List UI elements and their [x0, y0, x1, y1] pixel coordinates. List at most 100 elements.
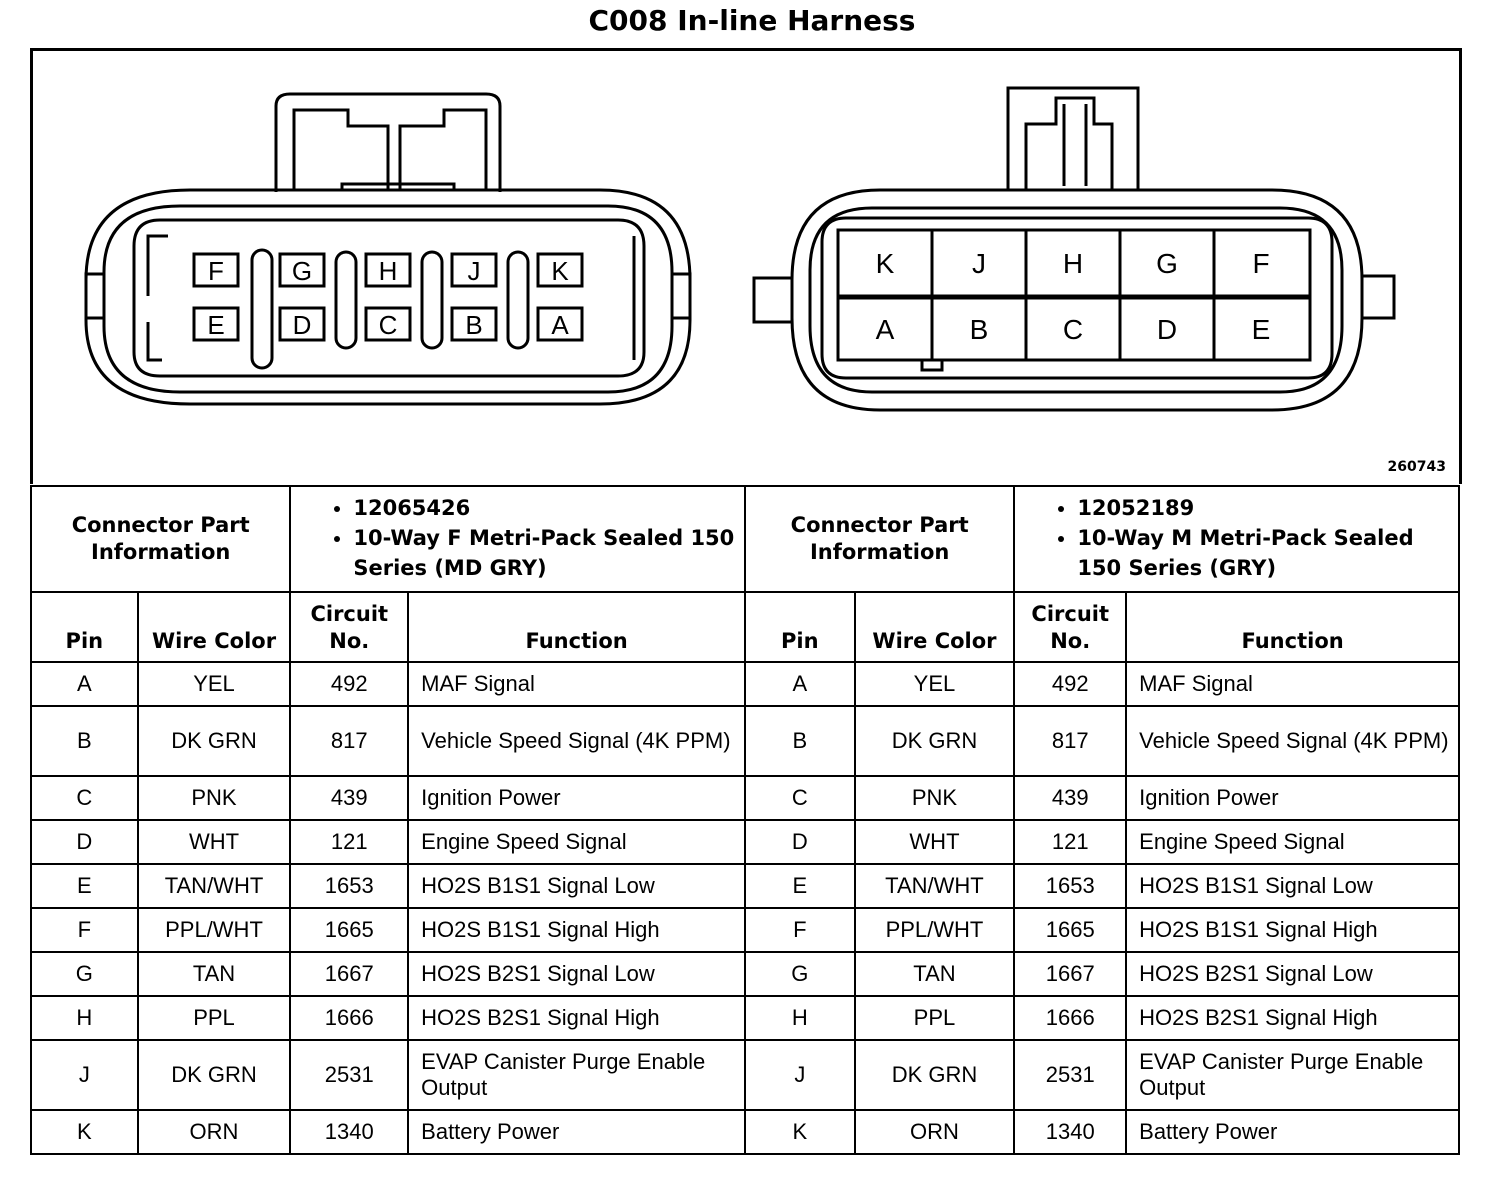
connector-info-list: 12065426 10-Way F Metri-Pack Sealed 150 …: [289, 485, 746, 593]
cell-wire-color: TAN: [136, 951, 292, 997]
female-pin-label: A: [551, 310, 569, 340]
cell-wire-color: PPL: [136, 995, 292, 1041]
cell-wire-color: YEL: [853, 661, 1016, 707]
connector-info-label: Connector Part Information: [29, 485, 292, 593]
cell-pin: F: [744, 907, 856, 953]
cell-function: HO2S B2S1 Signal Low: [1125, 951, 1460, 997]
left-pinout-table: Connector Part Information 12065426 10-W…: [29, 485, 746, 1155]
cell-wire-color: ORN: [136, 1109, 292, 1155]
cell-circuit-no: 817: [289, 705, 410, 777]
cell-pin: K: [744, 1109, 856, 1155]
cell-function: Vehicle Speed Signal (4K PPM): [407, 705, 746, 777]
header-wire-color: Wire Color: [853, 591, 1016, 663]
female-pin-label: F: [208, 256, 224, 286]
cell-circuit-no: 1666: [1013, 995, 1128, 1041]
cell-function: EVAP Canister Purge Enable Output: [407, 1039, 746, 1111]
cell-circuit-no: 439: [1013, 775, 1128, 821]
cell-circuit-no: 1340: [289, 1109, 410, 1155]
female-pin-label: C: [379, 310, 398, 340]
cell-wire-color: DK GRN: [853, 705, 1016, 777]
cell-pin: D: [30, 819, 139, 865]
page-title: C008 In-line Harness: [588, 4, 916, 37]
cell-function: Vehicle Speed Signal (4K PPM): [1125, 705, 1460, 777]
cell-function: HO2S B1S1 Signal Low: [407, 863, 746, 909]
cell-circuit-no: 1653: [289, 863, 410, 909]
cell-function: HO2S B1S1 Signal High: [407, 907, 746, 953]
header-function: Function: [1125, 591, 1460, 663]
connector-info-list: 12052189 10-Way M Metri-Pack Sealed 150 …: [1013, 485, 1460, 593]
cell-function: MAF Signal: [407, 661, 746, 707]
cell-pin: J: [30, 1039, 139, 1111]
cell-wire-color: WHT: [853, 819, 1016, 865]
cell-pin: E: [744, 863, 856, 909]
cell-pin: E: [30, 863, 139, 909]
connector-part-number: 12065426: [353, 493, 736, 523]
cell-wire-color: PPL/WHT: [853, 907, 1016, 953]
cell-wire-color: PNK: [853, 775, 1016, 821]
cell-wire-color: DK GRN: [136, 1039, 292, 1111]
male-pin-label: D: [1157, 314, 1177, 345]
female-connector: [84, 92, 692, 406]
cell-circuit-no: 1340: [1013, 1109, 1128, 1155]
cell-pin: A: [30, 661, 139, 707]
header-circuit-no: Circuit No.: [289, 591, 410, 663]
cell-function: Battery Power: [407, 1109, 746, 1155]
figure-id: 260743: [1387, 459, 1446, 475]
cell-function: HO2S B1S1 Signal Low: [1125, 863, 1460, 909]
male-pin-label: F: [1252, 248, 1269, 279]
connector-description: 10-Way F Metri-Pack Sealed 150 Series (M…: [353, 523, 736, 583]
cell-wire-color: DK GRN: [853, 1039, 1016, 1111]
female-pin-label: E: [207, 310, 224, 340]
cell-circuit-no: 439: [289, 775, 410, 821]
header-wire-color: Wire Color: [136, 591, 292, 663]
right-pinout-table: Connector Part Information 12052189 10-W…: [743, 485, 1460, 1155]
cell-pin: G: [744, 951, 856, 997]
cell-circuit-no: 121: [1013, 819, 1128, 865]
cell-function: Engine Speed Signal: [407, 819, 746, 865]
cell-wire-color: PNK: [136, 775, 292, 821]
cell-pin: F: [30, 907, 139, 953]
cell-circuit-no: 1666: [289, 995, 410, 1041]
cell-circuit-no: 492: [1013, 661, 1128, 707]
cell-wire-color: YEL: [136, 661, 292, 707]
cell-wire-color: TAN/WHT: [853, 863, 1016, 909]
cell-wire-color: ORN: [853, 1109, 1016, 1155]
male-pin-label: E: [1252, 314, 1271, 345]
cell-circuit-no: 1667: [289, 951, 410, 997]
cell-wire-color: DK GRN: [136, 705, 292, 777]
cell-circuit-no: 121: [289, 819, 410, 865]
cell-pin: B: [744, 705, 856, 777]
cell-wire-color: TAN: [853, 951, 1016, 997]
female-pin-label: K: [551, 256, 569, 286]
cell-function: HO2S B2S1 Signal High: [1125, 995, 1460, 1041]
cell-circuit-no: 1665: [289, 907, 410, 953]
cell-pin: C: [30, 775, 139, 821]
cell-function: Ignition Power: [407, 775, 746, 821]
female-pin-label: H: [379, 256, 398, 286]
female-pin-label: B: [465, 310, 482, 340]
cell-circuit-no: 492: [289, 661, 410, 707]
cell-pin: B: [30, 705, 139, 777]
cell-function: HO2S B1S1 Signal High: [1125, 907, 1460, 953]
cell-function: HO2S B2S1 Signal High: [407, 995, 746, 1041]
male-pin-label: G: [1156, 248, 1178, 279]
cell-wire-color: PPL/WHT: [136, 907, 292, 953]
cell-function: HO2S B2S1 Signal Low: [407, 951, 746, 997]
cell-function: Battery Power: [1125, 1109, 1460, 1155]
female-pin-label: J: [468, 256, 481, 286]
